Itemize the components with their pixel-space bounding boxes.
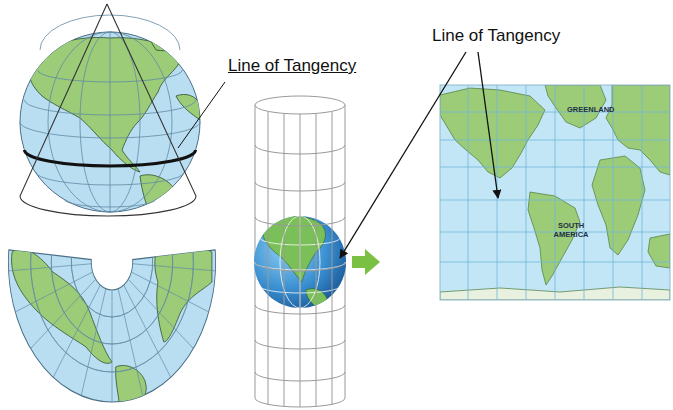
fan-meridian: [9, 264, 92, 271]
map-frame: [440, 85, 670, 300]
fan-meridian: [31, 279, 96, 348]
fan-meridian: [53, 285, 100, 377]
tangency-line: [25, 150, 196, 166]
small-globe-land: [262, 216, 328, 310]
conic-globe: [20, 4, 200, 216]
mercator-map: [440, 85, 670, 300]
fan-meridian: [112, 290, 113, 402]
leader-line: [178, 82, 225, 148]
fan-graticule: [9, 252, 216, 402]
leader-arrow: [478, 52, 498, 198]
map-ocean: [440, 85, 670, 300]
leader-arrow: [340, 52, 466, 258]
cylinder-body: [255, 105, 345, 407]
fan-meridian: [128, 279, 193, 348]
fan-meridian: [131, 272, 208, 312]
map-land: [440, 85, 670, 300]
globe-ocean: [20, 32, 200, 212]
cylinder-grid: [255, 112, 345, 407]
map-place-label: SOUTH AMERICA: [549, 222, 593, 239]
cylindrical-figure: [254, 96, 346, 407]
cone-outline: [20, 4, 196, 216]
cylinder-top: [255, 96, 345, 114]
fan-meridian: [15, 272, 92, 312]
fan-land: [12, 221, 212, 404]
fan-meridian: [133, 264, 216, 271]
transform-arrow: [352, 249, 380, 275]
globe-graticule: [20, 15, 200, 212]
globe-land: [30, 33, 200, 214]
fan-meridian: [81, 289, 106, 396]
map-grid: [440, 85, 670, 300]
tangency-label: Line of Tangency: [228, 56, 356, 76]
fan-meridian: [118, 289, 143, 396]
tangency-label: Line of Tangency: [432, 26, 560, 46]
conic-map: [8, 221, 215, 404]
map-place-label: GREENLAND: [567, 106, 615, 115]
fan-meridian: [124, 285, 171, 377]
